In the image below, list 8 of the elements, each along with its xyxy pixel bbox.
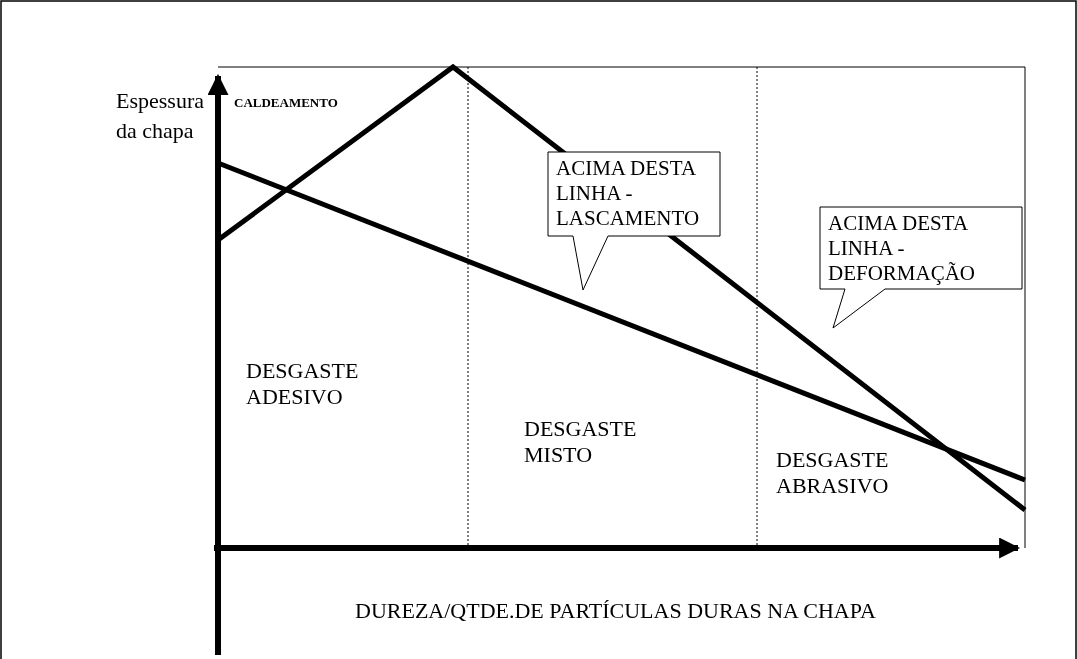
region-label: DESGASTE ADESIVO <box>246 358 360 410</box>
region-label: DESGASTE ABRASIVO <box>776 447 890 499</box>
callout-bubble: ACIMA DESTA LINHA - LASCAMENTO <box>548 152 720 290</box>
axis-label: Espessura da chapa <box>116 87 205 145</box>
region-label: DESGASTE MISTO <box>524 416 638 468</box>
axis-label: DUREZA/QTDE.DE PARTÍCULAS DURAS NA CHAPA <box>355 598 877 624</box>
callout-bubble: ACIMA DESTA LINHA - DEFORMAÇÃO <box>820 207 1022 328</box>
curve-label: CALDEAMENTO <box>234 95 339 111</box>
